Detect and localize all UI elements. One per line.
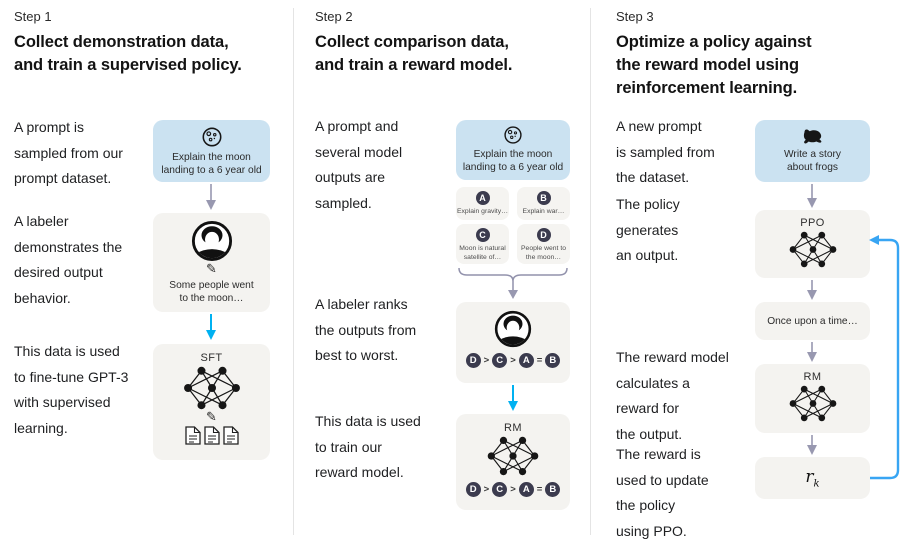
step-3-rm-box: RM: [755, 364, 870, 433]
step-1-label: Step 1: [14, 9, 52, 24]
neural-network-icon: [789, 231, 836, 268]
prompt-text: Explain the moon landing to a 6 year old: [462, 149, 564, 173]
demonstration-text: Some people went to the moon…: [169, 280, 254, 304]
documents-icon: [184, 426, 239, 445]
feedback-loop-arrow: [869, 235, 900, 480]
ppo-label: PPO: [800, 217, 825, 229]
output-chip-b: B Explain war…: [517, 187, 570, 220]
pencil-icon: ✎: [206, 261, 217, 276]
output-chip-text: Explain gravity…: [457, 208, 508, 215]
output-chip-text: Explain war…: [522, 208, 565, 215]
rank-operator: >: [510, 484, 516, 495]
step-3-annotation-policy: The policy generates an output.: [616, 196, 680, 263]
rank-operator: >: [483, 355, 490, 366]
output-letter-badge: C: [475, 228, 490, 242]
rank-badge: A: [518, 482, 534, 497]
down-arrow: [206, 184, 216, 210]
reward-value: rk: [805, 466, 820, 490]
document-icon: [222, 426, 239, 445]
rm-label: RM: [803, 371, 822, 383]
frog-icon: [803, 129, 821, 144]
blue-down-arrow: [206, 314, 216, 340]
step-3-annotation-prompt: A new prompt is sampled from the dataset…: [616, 118, 715, 185]
neural-network-icon: [789, 385, 836, 422]
rank-badge: A: [518, 353, 534, 368]
rank-badge: D: [465, 353, 481, 368]
step-1-annotation-finetune: This data is used to fine-tune GPT-3 wit…: [14, 343, 129, 436]
rank-operator: >: [510, 355, 516, 366]
step-2-annotation-ranks: A labeler ranks the outputs from best to…: [315, 296, 417, 363]
step-2-annotation-sampled: A prompt and several model outputs are s…: [315, 118, 403, 211]
down-arrow: [807, 280, 817, 300]
output-chip-text: People went to the moon…: [521, 245, 566, 261]
sft-label: SFT: [200, 352, 223, 364]
step-1-title: Collect demonstration data, and train a …: [14, 33, 242, 74]
pencil-icon: ✎: [206, 409, 217, 424]
step-3-reward-box: rk: [755, 457, 870, 499]
brace-and-arrow: [458, 267, 568, 299]
step-1-sft-box: SFT ✎: [153, 344, 270, 460]
rank-operator: =: [536, 355, 543, 366]
rank-badge: B: [545, 482, 561, 497]
step-3-annotation-update: The reward is used to update the policy …: [616, 446, 709, 539]
column-divider: [590, 8, 591, 535]
step-2-label: Step 2: [315, 9, 353, 24]
step-1-annotation-labeler: A labeler demonstrates the desired outpu…: [14, 213, 123, 306]
step-3-ppo-box: PPO: [755, 210, 870, 278]
step-2-title: Collect comparison data, and train a rew…: [315, 33, 513, 74]
document-icon: [203, 426, 220, 445]
rank-badge: B: [545, 353, 561, 368]
rank-operator: >: [483, 484, 490, 495]
moon-icon: [504, 126, 522, 144]
prompt-text: Explain the moon landing to a 6 year old: [161, 152, 262, 176]
rank-operator: =: [536, 484, 543, 495]
ranking: D > C > A = B: [465, 482, 561, 497]
step-3-label: Step 3: [616, 9, 654, 24]
output-chip-a: A Explain gravity…: [456, 187, 509, 220]
output-chip-text: Moon is natural satellite of…: [459, 245, 506, 261]
neural-network-icon: [183, 366, 240, 410]
labeler-icon: [191, 220, 232, 262]
output-text: Once upon a time…: [767, 315, 858, 327]
down-arrow: [807, 435, 817, 455]
step-2-prompt-box: Explain the moon landing to a 6 year old: [456, 120, 570, 180]
step-2-annotation-train: This data is used to train our reward mo…: [315, 413, 421, 480]
rank-badge: D: [465, 482, 481, 497]
down-arrow: [807, 184, 817, 208]
step-2-rm-box: RM D > C > A = B: [456, 414, 570, 510]
output-letter-badge: D: [536, 228, 551, 242]
neural-network-icon: [487, 436, 539, 476]
prompt-text: Write a story about frogs: [784, 149, 841, 173]
output-chip-c: C Moon is natural satellite of…: [456, 224, 509, 264]
blue-down-arrow: [508, 385, 518, 411]
step-3-prompt-box: Write a story about frogs: [755, 120, 870, 182]
rm-label: RM: [504, 422, 522, 434]
ranking: D > C > A = B: [465, 353, 561, 368]
output-letter-badge: A: [475, 191, 490, 205]
moon-icon: [202, 127, 221, 147]
document-icon: [184, 426, 201, 445]
step-1-labeler-box: ✎ Some people went to the moon…: [153, 213, 270, 312]
column-divider: [293, 8, 294, 535]
rank-badge: C: [492, 482, 508, 497]
step-2-labeler-box: D > C > A = B: [456, 302, 570, 383]
step-3-output-box: Once upon a time…: [755, 302, 870, 340]
labeler-icon: [494, 310, 532, 348]
step-1-annotation-prompt: A prompt is sampled from our prompt data…: [14, 119, 123, 186]
output-chip-d: D People went to the moon…: [517, 224, 570, 264]
rank-badge: C: [492, 353, 508, 368]
step-3-annotation-reward: The reward model calculates a reward for…: [616, 349, 729, 442]
step-1-prompt-box: Explain the moon landing to a 6 year old: [153, 120, 270, 182]
output-letter-badge: B: [536, 191, 551, 205]
step-3-title: Optimize a policy against the reward mod…: [616, 33, 812, 97]
down-arrow: [807, 342, 817, 362]
